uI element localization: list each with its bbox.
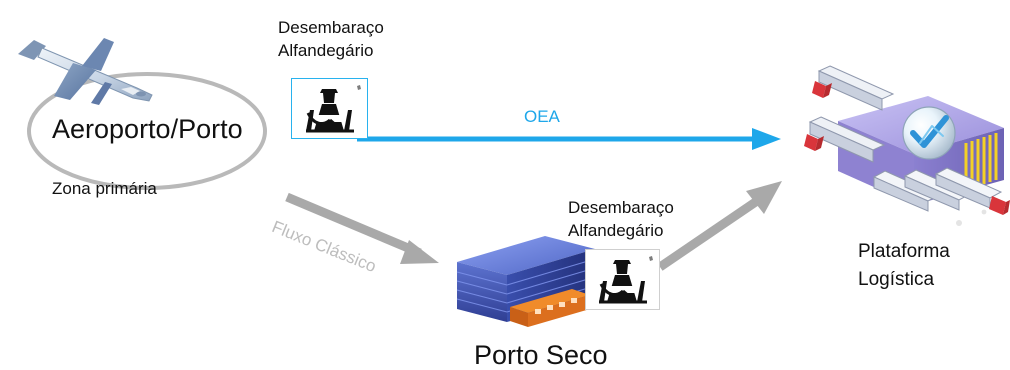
customs-bottom-line-1: Desembaraço — [568, 198, 674, 217]
customs-officer-svg — [599, 256, 653, 304]
airplane-icon — [18, 38, 153, 105]
customs-top-line-1: Desembaraço — [278, 18, 384, 37]
customs-officer-svg — [306, 85, 361, 133]
dry-port-to-platform-arrow — [657, 181, 782, 271]
classic-flow-arrow — [285, 192, 439, 264]
oea-arrow — [357, 128, 781, 150]
dry-port-label: Porto Seco — [474, 340, 608, 370]
primary-zone-label: Zona primária — [52, 179, 157, 198]
oea-label: OEA — [524, 107, 560, 126]
customs-officer-icon — [291, 78, 368, 139]
airport-port-label: Aeroporto/Porto — [52, 114, 243, 144]
logistics-platform-label: Plataforma Logística — [858, 238, 950, 294]
platform-line-1: Plataforma — [858, 241, 950, 262]
customs-officer-icon — [585, 249, 660, 310]
airport-zone-ellipse — [27, 72, 267, 190]
logistics-platform-icon — [804, 65, 1010, 226]
warehouse-building-icon — [456, 236, 596, 327]
customs-top-line-2: Alfandegário — [278, 41, 374, 60]
customs-clearance-bottom-label: Desembaraço Alfandegário — [568, 196, 674, 242]
customs-clearance-top-label: Desembaraço Alfandegário — [278, 16, 384, 62]
platform-line-2: Logística — [858, 269, 935, 290]
customs-bottom-line-2: Alfandegário — [568, 221, 664, 240]
